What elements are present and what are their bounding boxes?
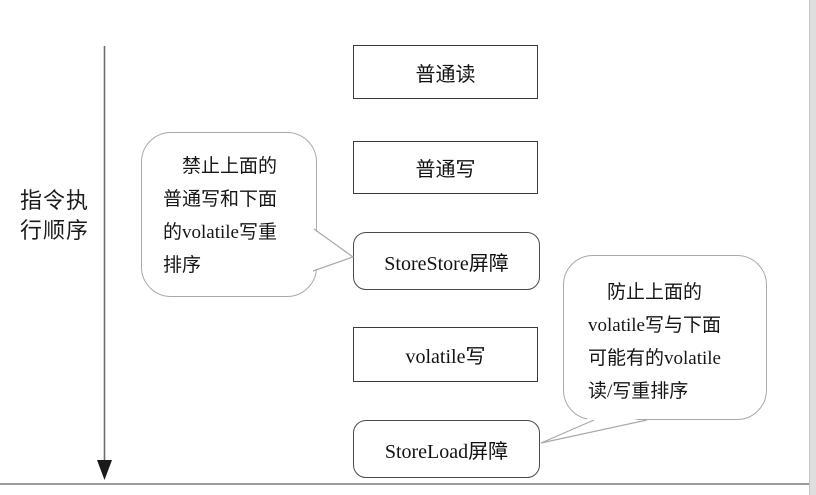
callout-tail-left-outline <box>312 228 355 272</box>
box-normal-write: 普通写 <box>353 141 538 194</box>
callout-tail-right-outline <box>540 419 648 444</box>
box-storestore-barrier: StoreStore屏障 <box>353 232 540 290</box>
callout-storestore-barrier: 禁止上面的 普通写和下面 的volatile写重 排序 <box>141 132 317 297</box>
arrowhead-down-icon <box>97 460 112 480</box>
box-storeload-barrier: StoreLoad屏障 <box>353 420 540 478</box>
callout-tail-left <box>311 228 353 272</box>
page-bottom-rule <box>0 483 809 485</box>
callout-storeload-barrier: 防止上面的 volatile写与下面 可能有的volatile 读/写重排序 <box>563 255 767 420</box>
axis-label-instruction-order: 指令执行顺序 <box>20 188 90 243</box>
box-normal-read: 普通读 <box>353 45 538 99</box>
callout-tail-right <box>541 416 646 443</box>
box-volatile-write: volatile写 <box>353 327 538 382</box>
page-edge-stripe <box>809 0 816 495</box>
